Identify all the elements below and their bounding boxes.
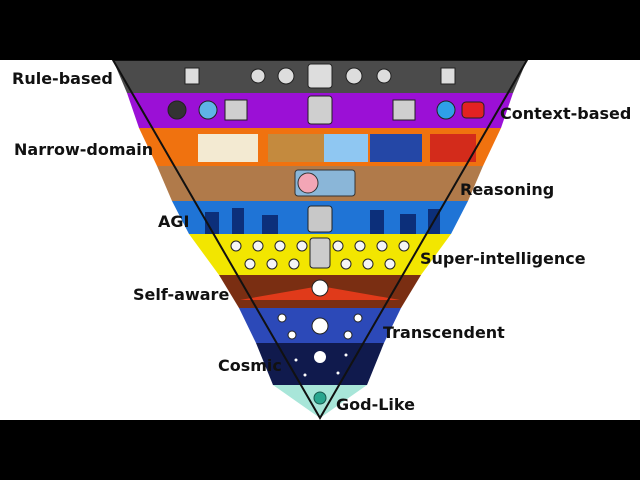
label-reasoning: Reasoning xyxy=(460,180,555,199)
label-god-like: God-Like xyxy=(336,395,415,414)
label-context-based: Context-based xyxy=(500,104,632,123)
narrow-domain-robots xyxy=(198,134,476,162)
label-cosmic: Cosmic xyxy=(218,356,282,375)
super-intelligence-crowd xyxy=(230,237,410,270)
label-rule-based: Rule-based xyxy=(12,69,113,88)
label-transcendent: Transcendent xyxy=(383,323,505,342)
inverted-pyramid xyxy=(111,60,529,420)
reasoning-scene xyxy=(294,169,356,197)
god-like-brain-icon xyxy=(313,391,327,405)
label-self-aware: Self-aware xyxy=(133,285,230,304)
tier-cosmic xyxy=(256,343,384,385)
cosmic-figure xyxy=(294,351,348,377)
bottom-letterbox-bar xyxy=(0,420,640,480)
context-based-icons xyxy=(167,95,485,125)
label-agi: AGI xyxy=(158,212,190,231)
self-aware-figure xyxy=(240,279,400,300)
label-narrow-domain: Narrow-domain xyxy=(14,140,154,159)
label-super-intelligence: Super-intelligence xyxy=(420,249,586,268)
transcendent-orbs xyxy=(277,313,363,340)
rule-based-icons xyxy=(184,63,456,89)
top-letterbox-bar xyxy=(0,0,640,60)
pyramid-outline xyxy=(111,60,529,420)
